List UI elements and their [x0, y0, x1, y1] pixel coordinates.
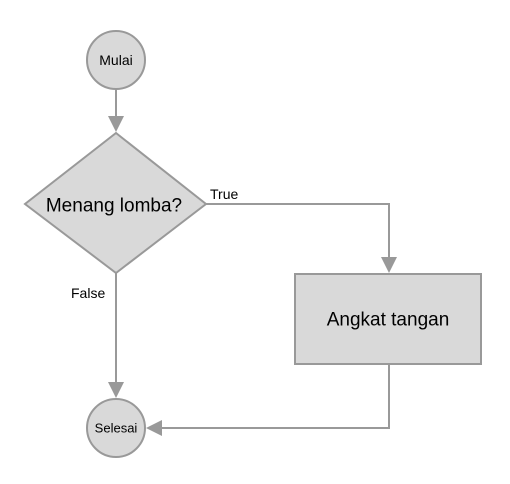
- decision-diamond: [23, 131, 208, 275]
- arrowhead-decision-to-action: [381, 257, 397, 273]
- end-circle: [86, 398, 146, 458]
- edge-decision-to-end: False: [71, 273, 124, 398]
- edge-decision-to-action: True: [206, 186, 397, 273]
- node-start-label: Mulai: [99, 52, 132, 68]
- edge-label-true: True: [210, 186, 238, 202]
- edge-start-to-decision: [108, 89, 124, 132]
- arrowhead-action-to-end: [146, 420, 162, 436]
- node-decision-label: Menang lomba?: [46, 196, 182, 217]
- node-start: Mulai: [86, 30, 146, 90]
- node-action-label: Angkat tangan: [327, 310, 450, 331]
- node-decision: Menang lomba?: [23, 131, 208, 275]
- action-rectangle: [294, 273, 482, 365]
- edge-label-false: False: [71, 285, 105, 301]
- edge-action-to-end: [146, 364, 390, 436]
- arrowhead-decision-to-end: [108, 382, 124, 398]
- start-circle: [86, 30, 146, 90]
- arrowhead-start-to-decision: [108, 116, 124, 132]
- node-end-label: Selesai: [95, 421, 138, 436]
- node-action: Angkat tangan: [294, 273, 482, 365]
- node-end: Selesai: [86, 398, 146, 458]
